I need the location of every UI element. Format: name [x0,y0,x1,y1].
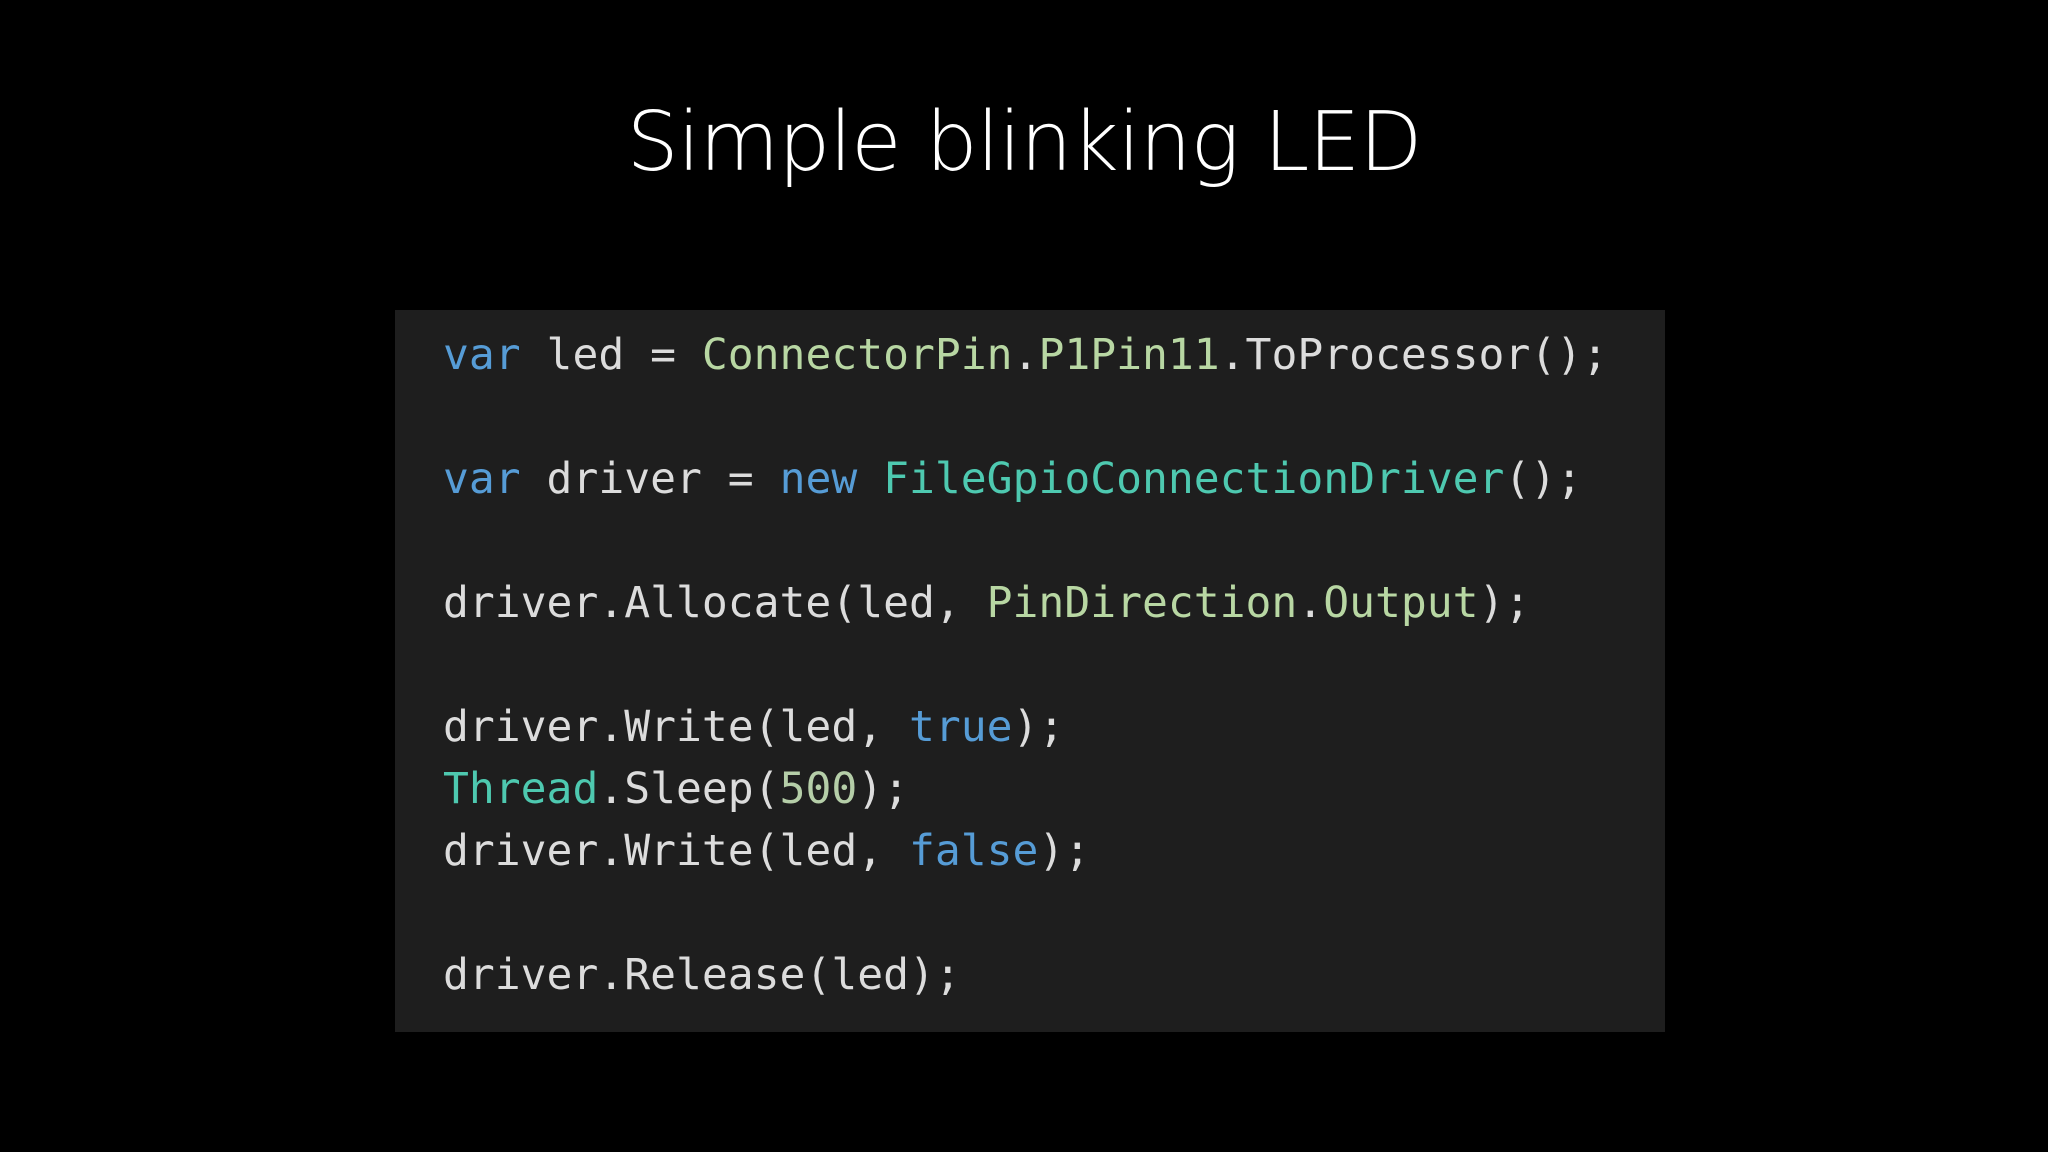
code-line: Thread.Sleep(500); [443,758,1608,820]
code-blank-line [443,634,1608,696]
code-line: var led = ConnectorPin.P1Pin11.ToProcess… [443,324,1608,386]
code-token-enum: Output [1323,578,1479,628]
slide-title: Simple blinking LED [626,95,1423,190]
code-token-punct: . [1012,330,1039,380]
code-token-ident: driver.Write(led, [443,702,909,752]
code-line: driver.Write(led, false); [443,820,1608,882]
code-token-ident: ); [1478,578,1531,628]
code-token-ident: driver.Allocate(led, [443,578,987,628]
code-token-keyword: false [909,826,1039,876]
code-token-ident: led = [520,330,702,380]
code-token-number: 500 [779,764,858,814]
code-token-type: Thread [443,764,599,814]
code-token-enum: PinDirection [986,578,1298,628]
code-token-ident: driver = [520,454,780,504]
code-token-enum: ConnectorPin [701,330,1013,380]
code-token-ident: ); [1038,826,1091,876]
code-line: driver.Release(led); [443,944,1608,1006]
code-panel: var led = ConnectorPin.P1Pin11.ToProcess… [395,310,1665,1032]
code-token-ident: ); [1012,702,1065,752]
code-token-enum: P1Pin11 [1038,330,1220,380]
code-token-ident: driver.Release(led); [443,950,961,1000]
code-token-ident: ); [857,764,910,814]
code-token-ident: .Sleep( [598,764,780,814]
code-line: driver.Allocate(led, PinDirection.Output… [443,572,1608,634]
code-token-keyword: var [443,330,521,380]
code-token-ident: driver.Write(led, [443,826,909,876]
code-token-ident [857,454,883,504]
code-token-keyword: true [909,702,1013,752]
code-token-punct: . [1297,578,1324,628]
code-line: driver.Write(led, true); [443,696,1608,758]
code-line: var driver = new FileGpioConnectionDrive… [443,448,1608,510]
code-token-keyword: var [443,454,521,504]
code-blank-line [443,386,1608,448]
code-block: var led = ConnectorPin.P1Pin11.ToProcess… [443,324,1608,1006]
code-token-type: FileGpioConnectionDriver [883,454,1505,504]
code-blank-line [443,510,1608,572]
code-token-ident: .ToProcessor(); [1219,330,1608,380]
code-blank-line [443,882,1608,944]
code-token-ident: (); [1504,454,1583,504]
code-token-keyword: new [779,454,858,504]
